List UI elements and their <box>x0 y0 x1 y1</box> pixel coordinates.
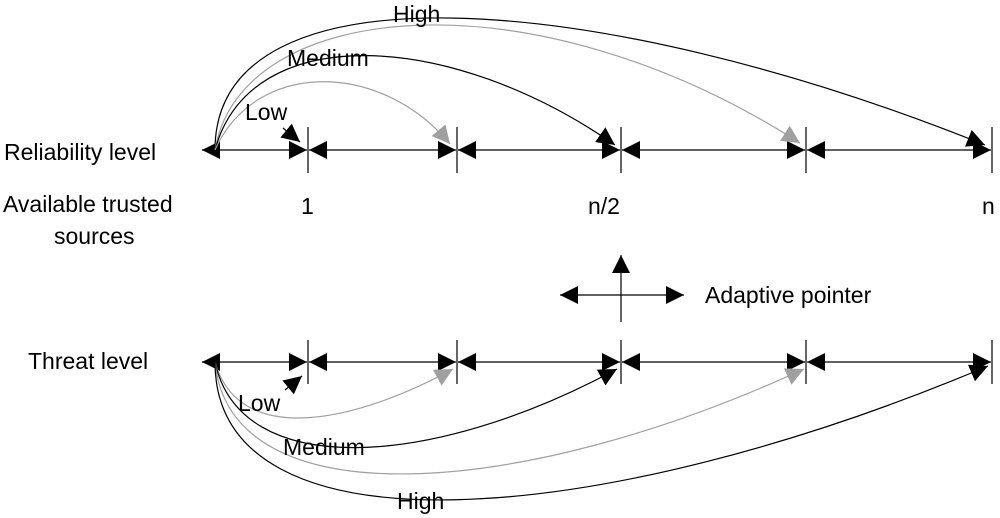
arc-label-low-top: Low <box>245 99 288 125</box>
arc-gray-top-small <box>214 81 451 151</box>
arc-gray-bottom-large <box>214 361 805 475</box>
arc-high-top <box>214 17 986 151</box>
arc-label-medium-top: Medium <box>287 45 369 71</box>
available-sources-label-line2: sources <box>54 223 135 249</box>
reliability-ticks <box>307 127 993 173</box>
arc-label-low-bottom: Low <box>238 390 281 416</box>
arc-medium-top <box>214 55 616 151</box>
arc-gray-bottom-small <box>214 361 454 419</box>
arc-low-bottom-pointer <box>282 375 303 395</box>
adaptive-pointer-label: Adaptive pointer <box>705 282 872 308</box>
arc-low-top-pointer <box>280 123 301 143</box>
arc-medium-bottom <box>214 361 618 449</box>
reliability-arcs <box>214 17 986 151</box>
threat-level-label: Threat level <box>28 348 148 374</box>
tick-label-n-half: n/2 <box>588 193 620 219</box>
reliability-level-label: Reliability level <box>4 139 156 165</box>
threat-arcs <box>214 361 989 501</box>
tick-label-n: n <box>982 193 995 219</box>
tick-label-1: 1 <box>301 193 314 219</box>
adaptive-pointer-icon <box>560 255 684 322</box>
threat-ticks <box>307 340 993 384</box>
arc-label-high-top: High <box>393 1 440 27</box>
available-sources-label-line1: Available trusted <box>3 191 173 217</box>
arc-label-medium-bottom: Medium <box>283 434 365 460</box>
arc-label-high-bottom: High <box>397 488 444 514</box>
arc-high-bottom <box>214 361 989 501</box>
arc-gray-top-large <box>214 24 801 151</box>
